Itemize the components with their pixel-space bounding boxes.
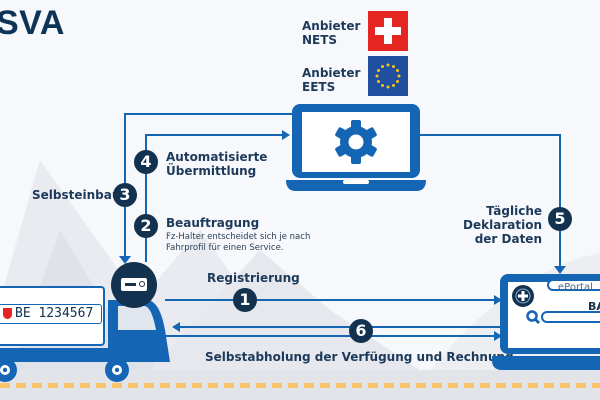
step-4-label: Automatisierte Übermittlung bbox=[166, 150, 267, 178]
swiss-shield-icon bbox=[3, 308, 12, 319]
step-4-badge: 4 bbox=[134, 150, 158, 174]
page-title: SVA bbox=[0, 4, 65, 42]
step-5-label: Tägliche Deklaration der Daten bbox=[424, 204, 542, 246]
arrowhead-right bbox=[494, 295, 502, 305]
processing-laptop-icon bbox=[286, 104, 426, 191]
step-6-label: Selbstabholung der Verfügung und Rechnun… bbox=[205, 350, 514, 364]
arrowhead-left bbox=[172, 322, 180, 332]
step-2-note-line2: Fahrprofil für einen Service. bbox=[166, 243, 284, 253]
step-2-note: Fz-Halter entscheidet sich je nach Fahrp… bbox=[166, 232, 310, 254]
connector-step-5 bbox=[420, 134, 561, 268]
gear-icon bbox=[335, 120, 377, 164]
license-plate-number: BE 1234567 bbox=[15, 306, 94, 321]
eportal-logo-icon bbox=[512, 285, 534, 307]
eportal-brand: BAZ bbox=[588, 300, 600, 313]
provider-eets-label: Anbieter EETS bbox=[302, 66, 360, 94]
road-lane-markings bbox=[0, 383, 600, 388]
step-1-badge: 1 bbox=[233, 288, 257, 312]
onboard-unit-icon bbox=[121, 278, 147, 291]
license-plate: BE 1234567 bbox=[0, 304, 102, 324]
step-5-label-line1: Tägliche Deklaration bbox=[463, 204, 542, 232]
step-2-note-line1: Fz-Halter entscheidet sich je nach bbox=[166, 232, 311, 242]
step-5-badge: 5 bbox=[548, 207, 572, 231]
arrowhead-down bbox=[554, 266, 566, 274]
search-icon bbox=[526, 310, 541, 325]
step-2-badge: 2 bbox=[134, 214, 158, 238]
eu-flag-icon bbox=[368, 56, 408, 96]
swiss-flag-icon bbox=[368, 11, 408, 51]
step-1-label: Registrierung bbox=[207, 271, 300, 285]
connector-step-3 bbox=[124, 113, 292, 258]
step-4-label-line1: Automatisierte bbox=[166, 150, 268, 164]
eportal-laptop-icon bbox=[492, 274, 600, 370]
step-6-badge: 6 bbox=[349, 319, 373, 343]
arrowhead-right bbox=[494, 331, 502, 341]
onboard-unit-badge bbox=[111, 262, 157, 308]
step-2-label: Beauftragung bbox=[166, 216, 260, 230]
provider-eets-label-line1: Anbieter bbox=[302, 66, 361, 80]
step-3-label: Selbsteinbau bbox=[32, 188, 121, 202]
step-3-badge: 3 bbox=[113, 183, 137, 207]
step-5-label-line2: der Daten bbox=[474, 232, 542, 246]
eportal-label: ePortal bbox=[558, 282, 593, 293]
provider-nets-label: Anbieter NETS bbox=[302, 19, 360, 47]
arrowhead-right bbox=[282, 130, 290, 140]
step-4-label-line2: Übermittlung bbox=[166, 164, 257, 178]
provider-nets-label-line2: NETS bbox=[302, 33, 338, 47]
provider-eets-label-line2: EETS bbox=[302, 80, 336, 94]
provider-nets-label-line1: Anbieter bbox=[302, 19, 361, 33]
arrowhead-down bbox=[119, 256, 131, 264]
